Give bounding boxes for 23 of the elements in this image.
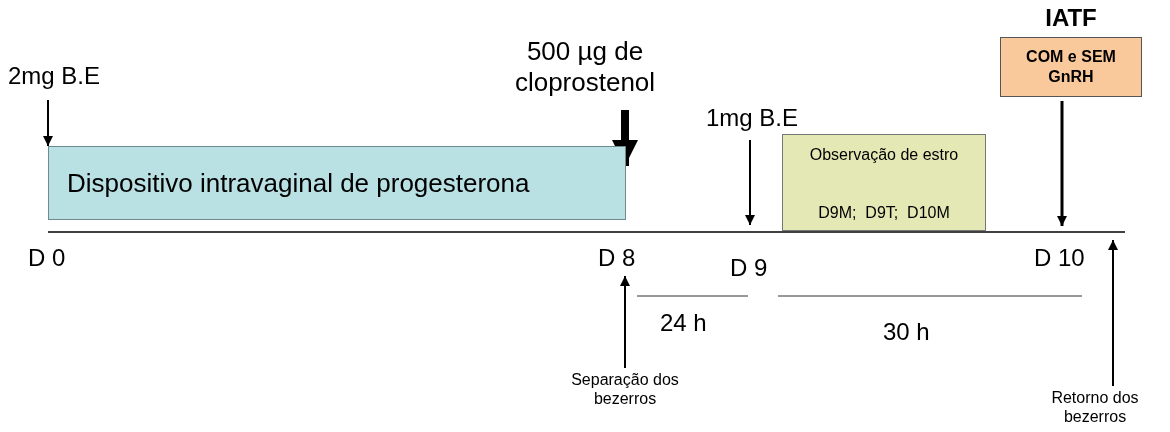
annotation-text: 1mg B.E <box>706 104 830 136</box>
arrow <box>43 99 53 147</box>
box-title: Observação de estro <box>809 145 959 165</box>
annotation-text: 2mg B.E <box>8 62 138 96</box>
timeline-label: 30 h <box>883 318 930 346</box>
arrow <box>620 275 630 369</box>
timeline-label: D 0 <box>28 244 66 272</box>
timeline-label: 24 h <box>660 309 707 337</box>
annotation-text: D 8 <box>598 244 648 274</box>
annotation-text: 500 µg de cloprostenol <box>490 36 680 106</box>
box-heading: IATF <box>1044 4 1098 32</box>
annotation-text: Separação dos bezerros <box>560 370 690 414</box>
estrus-observation-box <box>782 134 986 231</box>
timeline-label: D 9 <box>730 254 768 282</box>
arrow <box>1057 101 1067 226</box>
arrow <box>1108 239 1118 387</box>
arrow <box>745 139 755 226</box>
timeline-label: D 10 <box>1034 244 1085 272</box>
schedule-text: D9M; D9T; D10M <box>818 203 950 224</box>
box-label: COM e SEM GnRH <box>1025 47 1117 87</box>
device-period-bar <box>48 146 626 220</box>
bar-label: Dispositivo intravaginal de progesterona <box>67 167 530 199</box>
annotation-text: Retorno dos bezerros <box>1030 388 1160 432</box>
